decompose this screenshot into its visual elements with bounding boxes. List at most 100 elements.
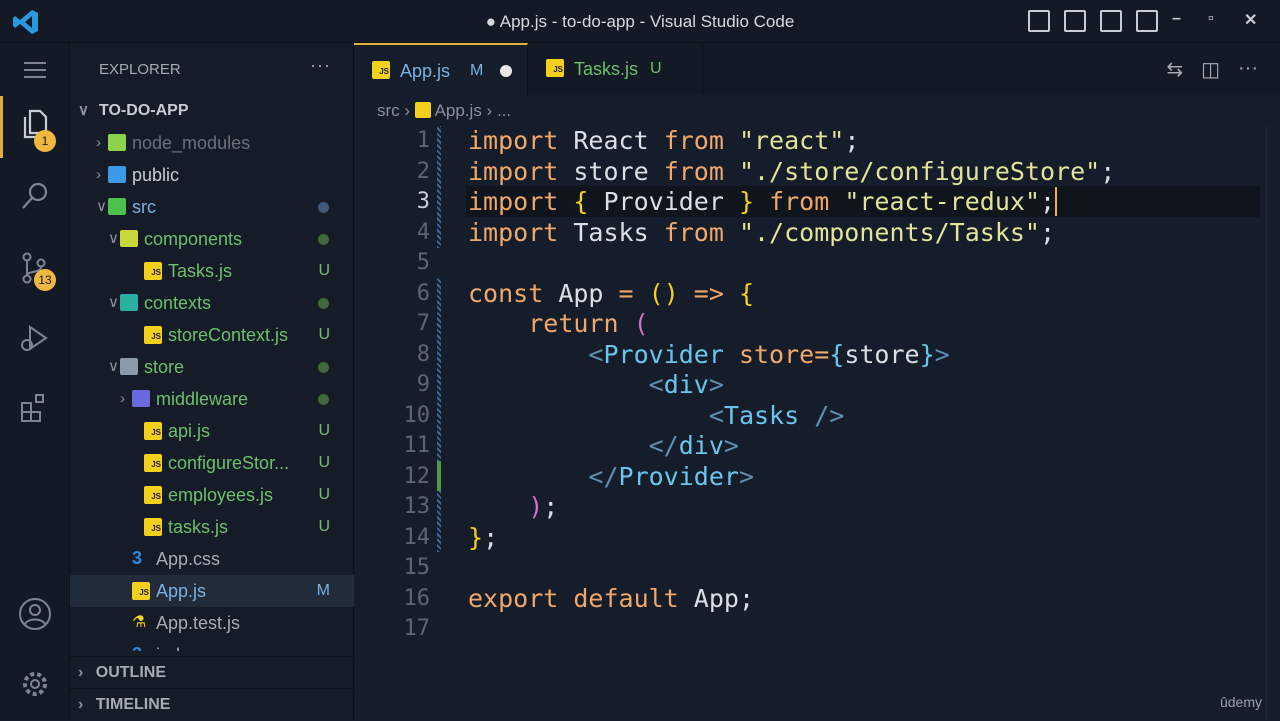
toggle-secondary-sidebar-icon[interactable] [1100, 10, 1122, 32]
code-token: } [738, 187, 770, 216]
js-file-icon: JS [132, 582, 150, 600]
code-line: }; [468, 523, 498, 552]
code-token: ; [738, 583, 754, 613]
gutter-modified-indicator [437, 126, 441, 248]
code-token: store [573, 156, 664, 186]
code-line: </Provider> [468, 462, 754, 491]
code-token: > [708, 370, 724, 399]
chevron-down-icon: ∨ [78, 102, 89, 119]
run-debug-icon[interactable] [16, 319, 54, 357]
file-tree-item[interactable]: 3index.css [70, 639, 354, 651]
workspace-root[interactable]: ∨TO-DO-APP [70, 95, 354, 127]
file-name: contexts [144, 293, 212, 313]
js-file-icon: JS [546, 59, 564, 77]
git-status-dot-icon [318, 298, 329, 309]
unsaved-dot-icon[interactable] [500, 65, 512, 77]
code-token: > [723, 431, 739, 460]
title-bar: ● App.js - to-do-app - Visual Studio Cod… [0, 0, 1280, 43]
test-file-icon: ⚗ [132, 614, 147, 631]
more-actions-icon[interactable]: ··· [1238, 57, 1258, 79]
folder-icon [108, 134, 126, 151]
file-tree-item[interactable]: ∨ contexts [70, 287, 354, 319]
code-token: import [468, 126, 559, 155]
file-tree-item[interactable]: ⚗App.test.js [70, 607, 354, 639]
js-file-icon: JS [144, 454, 162, 472]
chevron-down-icon[interactable]: ∨ [108, 294, 119, 311]
line-number: 12 [403, 463, 431, 489]
maximize-button[interactable]: ▫ [1208, 10, 1214, 27]
toggle-panel-icon[interactable] [1064, 10, 1086, 32]
more-actions-icon[interactable]: ··· [310, 55, 331, 75]
line-number: 7 [416, 311, 430, 336]
chevron-right-icon[interactable]: › [96, 166, 101, 183]
tab-tasks-js[interactable]: JS Tasks.js U [528, 43, 703, 95]
current-line-highlight [466, 186, 1260, 217]
timeline-section[interactable]: › TIMELINE [70, 688, 354, 720]
chevron-right-icon[interactable]: › [96, 134, 101, 151]
code-token: > [934, 339, 950, 369]
search-icon[interactable] [16, 177, 54, 215]
line-number: 15 [403, 555, 431, 580]
line-number: 11 [403, 433, 431, 458]
code-token: import [468, 187, 559, 216]
css-file-icon: 3 [132, 645, 150, 651]
customize-layout-icon[interactable] [1136, 10, 1158, 32]
file-tree-item[interactable]: ∨src [70, 191, 354, 223]
folder-icon [120, 294, 138, 311]
file-tree-item[interactable]: ›middleware [70, 383, 354, 415]
code-token [468, 462, 588, 491]
file-tree-item[interactable]: ›node_modules [70, 127, 354, 159]
breadcrumb-file[interactable]: App.js [434, 101, 482, 120]
toggle-sidebar-icon[interactable] [1028, 10, 1050, 32]
code-token: ; [543, 492, 559, 521]
menu-icon[interactable] [16, 51, 54, 89]
settings-gear-icon[interactable] [16, 665, 54, 703]
file-tree-item[interactable]: ∨components [70, 223, 354, 255]
outline-section[interactable]: › OUTLINE [70, 656, 354, 688]
code-token: store [844, 339, 920, 369]
code-token: return [528, 309, 634, 338]
source-control-icon[interactable] [16, 249, 54, 287]
chevron-down-icon[interactable]: ∨ [108, 358, 119, 375]
code-token [468, 309, 528, 338]
code-token: from [663, 156, 739, 186]
breadcrumb-folder[interactable]: src [377, 101, 400, 120]
minimize-button[interactable]: – [1172, 10, 1181, 27]
code-token: ) [528, 492, 544, 521]
code-token: from [663, 217, 739, 247]
extensions-icon[interactable] [16, 389, 54, 427]
close-button[interactable]: ✕ [1244, 12, 1258, 29]
git-status-dot-icon [318, 394, 329, 405]
outline-label: OUTLINE [95, 664, 166, 681]
code-token: { [738, 278, 755, 308]
line-number: 4 [416, 219, 430, 245]
file-tree-item[interactable]: ∨store [70, 351, 354, 383]
chevron-down-icon[interactable]: ∨ [96, 198, 107, 215]
activity-bar: 1 13 [0, 43, 70, 720]
open-changes-icon[interactable]: ⇆ [1166, 59, 1184, 81]
breadcrumb-symbol[interactable]: ... [496, 101, 512, 120]
code-token: "./components/Tasks" [738, 217, 1040, 247]
file-tree-item[interactable]: ›public [70, 159, 354, 191]
code-line: import store from "./store/configureStor… [468, 157, 1115, 186]
account-icon[interactable] [16, 595, 54, 633]
chevron-right-icon[interactable]: › [120, 390, 125, 407]
gutter-modified-indicator [437, 491, 441, 552]
chevron-down-icon[interactable]: ∨ [108, 230, 119, 247]
chevron-right-icon: › [78, 664, 84, 681]
line-number: 3 [416, 189, 430, 214]
split-editor-icon[interactable]: ◫ [1201, 59, 1221, 81]
editor-scrollbar[interactable] [1266, 126, 1280, 720]
tab-app-js[interactable]: JS App.js M [354, 43, 528, 95]
text-cursor [1055, 187, 1058, 216]
code-token: App [693, 583, 739, 613]
